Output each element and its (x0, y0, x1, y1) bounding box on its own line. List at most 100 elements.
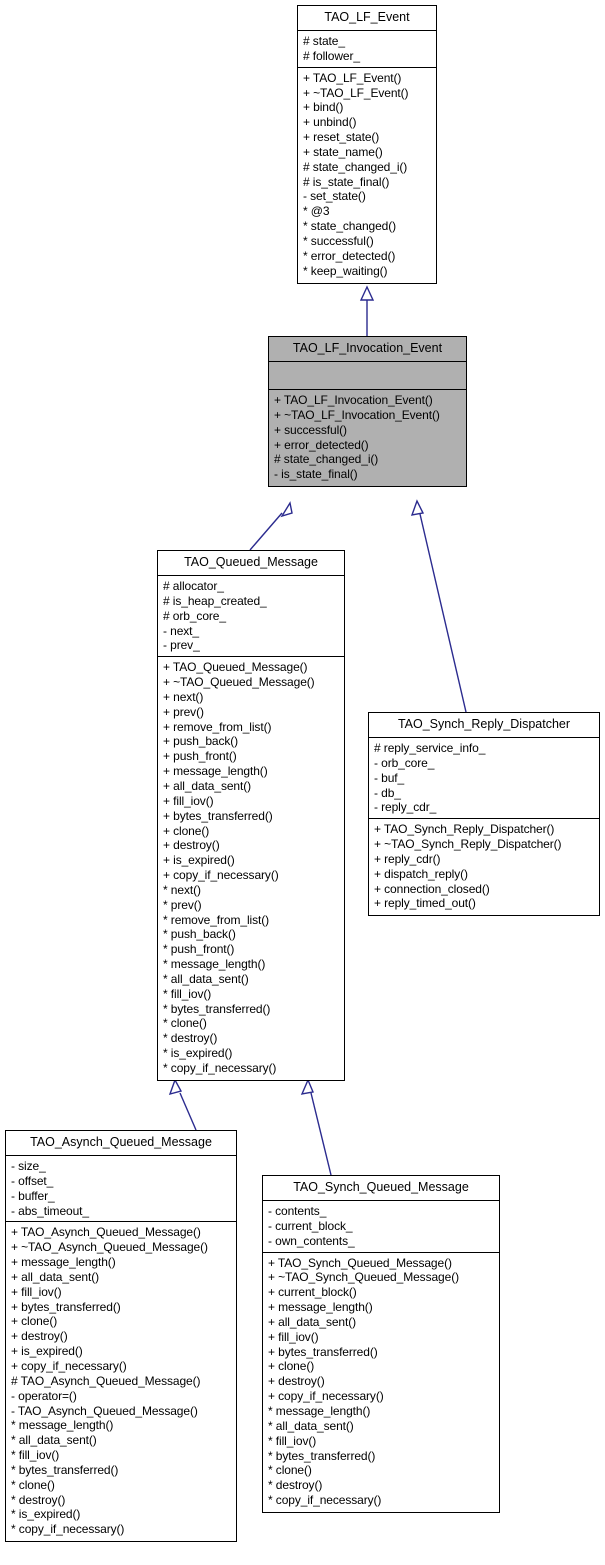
class-attributes: # reply_service_info_ - orb_core_ - buf_… (369, 738, 599, 820)
operation: + TAO_Synch_Queued_Message() (268, 1255, 452, 1270)
edge-asynch-to-queued (168, 1078, 197, 1131)
operation: + message_length() (268, 1300, 373, 1315)
operation: + ~TAO_Synch_Queued_Message() (268, 1270, 459, 1285)
operation: + is_expired() (11, 1344, 83, 1359)
class-title: TAO_Synch_Queued_Message (263, 1176, 499, 1201)
operation: * destroy() (163, 1031, 218, 1046)
operation: * message_length() (163, 957, 266, 972)
operation: + ~TAO_Synch_Reply_Dispatcher() (374, 837, 562, 852)
class-title: TAO_Queued_Message (158, 551, 344, 576)
operation: + message_length() (163, 764, 268, 779)
operation: - operator=() (11, 1388, 77, 1403)
class-box-tao-lf-invocation-event[interactable]: TAO_LF_Invocation_Event + TAO_LF_Invocat… (268, 336, 467, 488)
edge-queued-to-invocation (249, 501, 293, 551)
class-box-tao-queued-message[interactable]: TAO_Queued_Message # allocator_ # is_hea… (157, 550, 345, 1081)
operation: * clone() (11, 1477, 55, 1492)
attribute: # orb_core_ (163, 608, 226, 623)
operation: + bytes_transferred() (11, 1299, 121, 1314)
operation: - TAO_Asynch_Queued_Message() (11, 1403, 198, 1418)
operation: + unbind() (303, 115, 357, 130)
attribute: # is_heap_created_ (163, 593, 267, 608)
class-box-tao-lf-event[interactable]: TAO_LF_Event # state_ # follower_ + TAO_… (297, 5, 437, 284)
operation: * bytes_transferred() (268, 1448, 376, 1463)
operation: * @3 (303, 204, 330, 219)
operation: + state_name() (303, 144, 383, 159)
operation: * keep_waiting() (303, 263, 388, 278)
operation: * message_length() (11, 1418, 114, 1433)
operation: * push_back() (163, 927, 236, 942)
operation: + bytes_transferred() (163, 808, 273, 823)
operation: + all_data_sent() (163, 778, 252, 793)
operation: - set_state() (303, 189, 366, 204)
edge-synch-to-queued (300, 1078, 332, 1176)
operation: * all_data_sent() (163, 971, 249, 986)
operation: * copy_if_necessary() (268, 1493, 382, 1508)
operation: * clone() (268, 1463, 312, 1478)
operation: + bytes_transferred() (268, 1344, 378, 1359)
operation: + ~TAO_LF_Event() (303, 85, 409, 100)
class-operations: + TAO_LF_Invocation_Event() + ~TAO_LF_In… (269, 390, 466, 486)
operation: * message_length() (268, 1403, 371, 1418)
class-box-tao-synch-queued-message[interactable]: TAO_Synch_Queued_Message - contents_ - c… (262, 1175, 500, 1513)
class-operations: + TAO_Asynch_Queued_Message() + ~TAO_Asy… (6, 1222, 236, 1541)
operation: + TAO_Queued_Message() (163, 660, 308, 675)
operation: * destroy() (268, 1478, 323, 1493)
operation: + remove_from_list() (163, 719, 272, 734)
attribute: - own_contents_ (268, 1233, 355, 1248)
operation: + push_front() (163, 749, 237, 764)
class-box-tao-asynch-queued-message[interactable]: TAO_Asynch_Queued_Message - size_ - offs… (5, 1130, 237, 1543)
operation: * destroy() (11, 1492, 66, 1507)
operation: + copy_if_necessary() (163, 868, 279, 883)
operation: * push_front() (163, 942, 235, 957)
operation: * all_data_sent() (11, 1433, 97, 1448)
operation: + bind() (303, 100, 344, 115)
attribute: - size_ (11, 1159, 46, 1173)
operation: # state_changed_i() (274, 452, 379, 467)
operation: * prev() (163, 897, 202, 912)
class-attributes: - contents_ - current_block_ - own_conte… (263, 1201, 499, 1253)
operation: + reset_state() (303, 130, 380, 145)
operation: * clone() (163, 1016, 207, 1031)
operation: + connection_closed() (374, 881, 490, 896)
operation: + copy_if_necessary() (11, 1358, 127, 1373)
operation: + ~TAO_Queued_Message() (163, 675, 315, 690)
attribute: # follower_ (303, 48, 360, 63)
class-attributes: # state_ # follower_ (298, 31, 436, 68)
attribute: - contents_ (268, 1204, 327, 1218)
operation: * next() (163, 882, 201, 897)
operation: + all_data_sent() (11, 1269, 100, 1284)
operation: + destroy() (11, 1329, 68, 1344)
operation: * fill_iov() (163, 986, 212, 1001)
operation: + successful() (274, 422, 347, 437)
attribute: - buf_ (374, 770, 405, 785)
operation: + clone() (268, 1359, 315, 1374)
operation: # TAO_Asynch_Queued_Message() (11, 1373, 201, 1388)
operation: + dispatch_reply() (374, 866, 468, 881)
operation: + TAO_LF_Invocation_Event() (274, 393, 433, 407)
class-attributes: - size_ - offset_ - buffer_ - abs_timeou… (6, 1156, 236, 1223)
operation: + push_back() (163, 734, 239, 749)
operation: * bytes_transferred() (11, 1462, 119, 1477)
attribute: - prev_ (163, 638, 200, 653)
operation: * is_expired() (11, 1507, 81, 1522)
operation: * bytes_transferred() (163, 1001, 271, 1016)
class-title: TAO_Synch_Reply_Dispatcher (369, 713, 599, 738)
attribute: - current_block_ (268, 1218, 353, 1233)
class-box-tao-synch-reply-dispatcher[interactable]: TAO_Synch_Reply_Dispatcher # reply_servi… (368, 712, 600, 917)
operation: * successful() (303, 233, 374, 248)
operation: + fill_iov() (268, 1329, 319, 1344)
edge-dispatcher-to-invocation (410, 499, 467, 713)
operation: + reply_cdr() (374, 851, 441, 866)
attribute: - reply_cdr_ (374, 800, 437, 815)
operation: + TAO_Synch_Reply_Dispatcher() (374, 822, 555, 837)
operation: + reply_timed_out() (374, 896, 476, 911)
operation: * fill_iov() (11, 1448, 60, 1463)
operation: * copy_if_necessary() (11, 1522, 125, 1537)
operation: + fill_iov() (11, 1284, 62, 1299)
operation: * error_detected() (303, 248, 396, 263)
attribute: - db_ (374, 785, 401, 800)
attribute: # state_ (303, 34, 345, 48)
operation: # state_changed_i() (303, 159, 408, 174)
operation: + all_data_sent() (268, 1314, 357, 1329)
operation: + ~TAO_LF_Invocation_Event() (274, 407, 440, 422)
